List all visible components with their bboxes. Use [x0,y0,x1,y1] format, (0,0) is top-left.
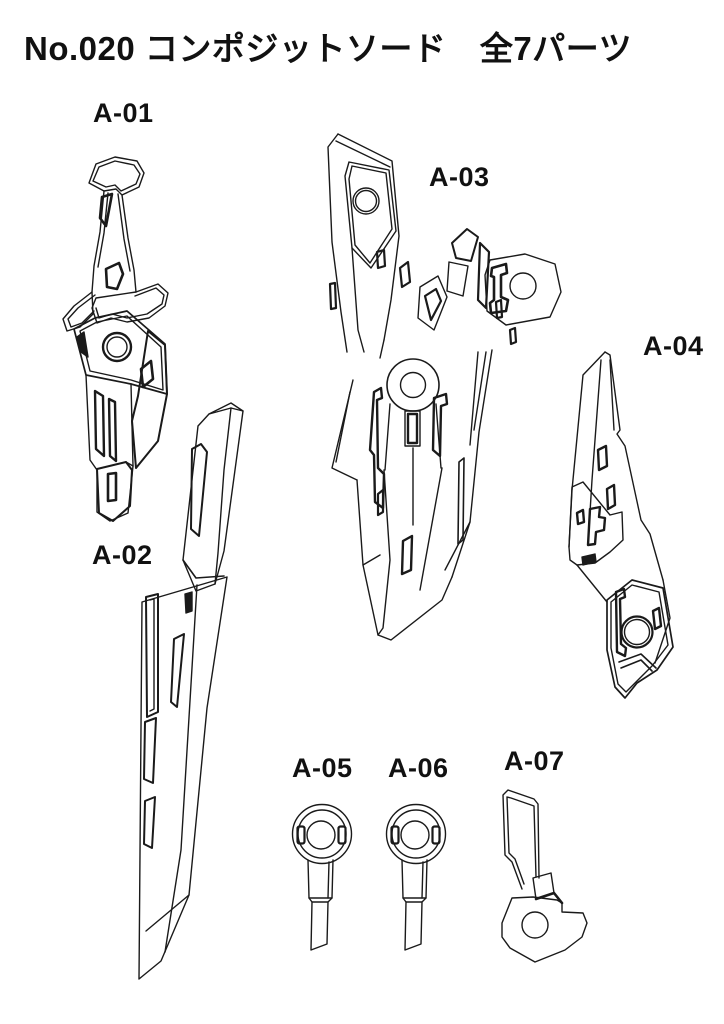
part-a01-drawing [63,157,168,521]
part-a06-drawing [385,803,447,952]
part-a03-label: A-03 [429,162,490,192]
part-a07-label: A-07 [504,746,565,776]
part-a04-drawing [569,352,673,698]
part-a02-drawing [139,403,243,979]
part-a04-label: A-04 [643,331,704,361]
part-a01-label: A-01 [93,98,154,128]
part-a06-label: A-06 [388,753,449,783]
part-a03-drawing [328,134,561,640]
part-a07-drawing [502,790,587,962]
part-a05-drawing [293,805,352,951]
part-a05-label: A-05 [292,753,353,783]
part-a02-label: A-02 [92,540,153,570]
page-title: No.020 コンポジットソード 全7パーツ [24,30,633,67]
